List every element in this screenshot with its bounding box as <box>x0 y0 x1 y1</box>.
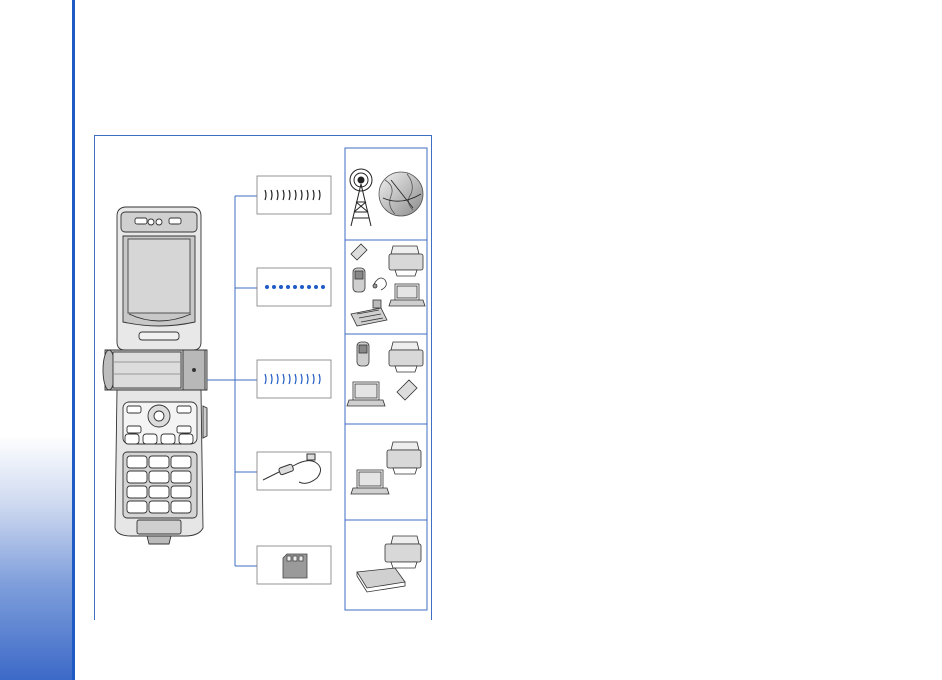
laptop-icon <box>351 470 389 494</box>
link-box-cable <box>257 452 331 490</box>
side-gradient-bar <box>0 0 72 680</box>
phone-illustration-icon <box>103 207 207 544</box>
laptop-icon <box>347 382 385 406</box>
bluetooth-dots-icon <box>265 285 325 289</box>
pda-phone-icon <box>357 342 369 366</box>
globe-icon <box>379 172 423 216</box>
connection-tree <box>207 196 257 566</box>
connectivity-figure <box>94 135 432 620</box>
sd-card-icon <box>283 554 307 578</box>
side-accent-line <box>72 0 75 680</box>
pda-phone-icon <box>353 268 365 292</box>
connectivity-diagram <box>95 136 431 620</box>
